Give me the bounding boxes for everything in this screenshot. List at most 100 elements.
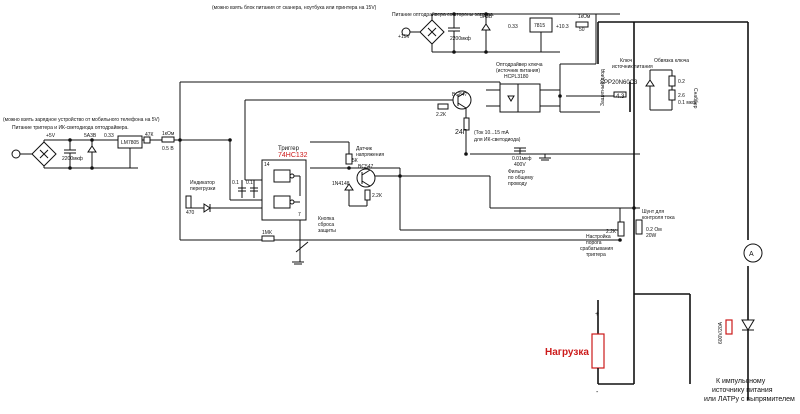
left-cap-label: 2200мкф — [62, 156, 83, 162]
load-minus: - — [596, 389, 599, 396]
q1-label: BC847 — [452, 92, 468, 98]
top-zener-icon — [481, 23, 491, 31]
snubber-cap-label: 0.1 мкф — [678, 100, 696, 106]
led-current-resistor-label: 24Г — [455, 129, 467, 136]
voltage-sensor: Датчик напряжения 5К BC547 1N4148 2.2К — [332, 146, 384, 207]
sensor-title: Датчик — [356, 146, 373, 152]
trigger-chip — [261, 159, 307, 221]
shunt-resistor — [635, 219, 643, 235]
reset-resistor-label: 1МК — [262, 230, 272, 236]
reset-resistor — [261, 235, 275, 242]
shunt-resistor-label: 0.2 Ом — [646, 227, 662, 233]
opto-title-2: (источник питания) — [496, 68, 540, 74]
nand-gate-2 — [273, 195, 291, 209]
top-cap-label: 2200мкф — [450, 36, 471, 42]
left-r2-label: 47К — [145, 132, 154, 138]
q1-base-resistor — [437, 103, 449, 110]
trim-title-2: порога — [586, 240, 602, 246]
left-regulator-label: LM7805 — [121, 140, 139, 146]
top-zener-label: 5А3В — [480, 14, 493, 20]
left-r1-label: 0.33 — [104, 133, 114, 139]
key-label: Ключ — [620, 58, 632, 64]
sensor-title-2: напряжения — [356, 152, 384, 158]
top-plus-label: +15V — [398, 34, 410, 40]
snubber-r1-label: 0.2 — [678, 79, 685, 85]
snubber-label: Снаббер — [692, 88, 698, 109]
shunt-title: Шунт для — [642, 209, 664, 215]
snubber-r2 — [668, 89, 676, 101]
q2-resistor — [364, 189, 371, 201]
opto-part: HCPL3180 — [504, 74, 529, 80]
trim-title-3: срабатывания — [580, 246, 613, 252]
left-source-note: (можно взять зарядное устройство от моби… — [3, 116, 160, 123]
q2-resistor-label: 2.2К — [372, 193, 382, 199]
filter-cap-voltage: 400V — [514, 162, 526, 168]
left-r2 — [143, 136, 151, 144]
opto-led-icon — [507, 95, 515, 102]
filter-title-3: проводу — [508, 181, 527, 187]
trim-resistor — [617, 221, 625, 237]
overload-led-icon — [203, 203, 211, 213]
shunt-and-trim: Шунт для контроля тока 0.2 Ом 20W 2.2К Н… — [580, 208, 675, 258]
gate-resistor-label: 4.3 — [616, 94, 625, 100]
trigger-block: Триггер 74HC132 14 7 0.1 0.1 — [232, 146, 308, 232]
trigger-title: Триггер — [278, 146, 300, 152]
pin7-label: 7 — [298, 212, 301, 218]
sensor-resistor-label: 5К — [352, 158, 358, 164]
led-note-1: (Ток 10...15 mA — [474, 130, 510, 136]
left-r4-label: 0.5 В — [162, 146, 174, 152]
led-note-2: для ИК-светодиода) — [474, 137, 521, 143]
filter-title: Фильтр — [508, 169, 525, 175]
left-zener-icon — [87, 145, 97, 153]
key-label-2: источник питания — [612, 64, 653, 70]
bottom-note-2: источнику питания — [712, 387, 773, 394]
trim-title: Настройка — [586, 233, 611, 240]
output-resistor — [725, 319, 733, 335]
power-rail: A 600V/20A К импульсному источнику питан… — [634, 22, 795, 403]
trim-title-4: триггера — [586, 252, 606, 258]
led-resistor-label: 470 — [186, 210, 195, 216]
gate-resistor — [613, 91, 627, 98]
ammeter-label: A — [749, 251, 754, 258]
top-resistor — [575, 21, 589, 28]
load-label: Нагрузка — [545, 347, 589, 358]
ammeter — [743, 243, 763, 263]
reset-title-2: сброса — [318, 222, 334, 228]
bottom-note-1: К импульсному — [716, 378, 766, 385]
left-plus-label: +5V — [46, 133, 56, 139]
snubber-r2-label: 2.6 — [678, 93, 685, 99]
nand-gate-1 — [273, 169, 291, 183]
overload-indicator: Индикатор перегрузки 470 — [185, 180, 262, 216]
top-r2-label: +10.3 — [556, 24, 569, 30]
q2-symbol — [356, 168, 376, 188]
shunt-title-2: контроля тока — [642, 215, 675, 221]
junction-dots — [68, 12, 636, 242]
opto-driver: Оптодрайвер ключа (источник питания) HCP… — [486, 61, 614, 187]
trigger-c1-label: 0.1 — [232, 180, 239, 186]
left-r3 — [161, 136, 175, 143]
top-r50-label: 50 — [579, 27, 585, 33]
indicator-title: Индикатор — [190, 180, 215, 186]
gate-zener-label: Защитный диод — [599, 69, 606, 106]
filter-title-2: по общему — [508, 175, 534, 181]
reset-title: Кнопка — [318, 216, 334, 222]
pin14-label: 14 — [264, 162, 270, 168]
snubber-r1 — [668, 75, 676, 87]
top-source-note: (можно взять блок питания от сканера, но… — [212, 5, 377, 11]
left-supply-title: Питание триггера и ИК-светодиода оптодра… — [12, 124, 129, 131]
protection-title: Обвязка ключа — [654, 58, 689, 64]
output-diode-label: 600V/20A — [718, 321, 724, 344]
trim-resistor-label: 2.2К — [606, 229, 616, 235]
filter-cap-label: 0.01мкф — [512, 156, 531, 162]
reset-circuit: 1МК Кнопка сброса защиты — [261, 216, 336, 265]
bottom-note-3: или ЛАТРу с выпрямителем — [704, 396, 795, 403]
load-plus: + — [595, 311, 599, 318]
left-power-supply: (можно взять зарядное устройство от моби… — [3, 82, 230, 169]
left-plug-icon — [11, 149, 21, 159]
protection-diode-icon — [645, 79, 655, 87]
load-resistor — [591, 333, 605, 369]
shunt-power-label: 20W — [646, 233, 657, 239]
sensor-resistor — [345, 153, 353, 165]
led-resistor — [185, 195, 192, 209]
